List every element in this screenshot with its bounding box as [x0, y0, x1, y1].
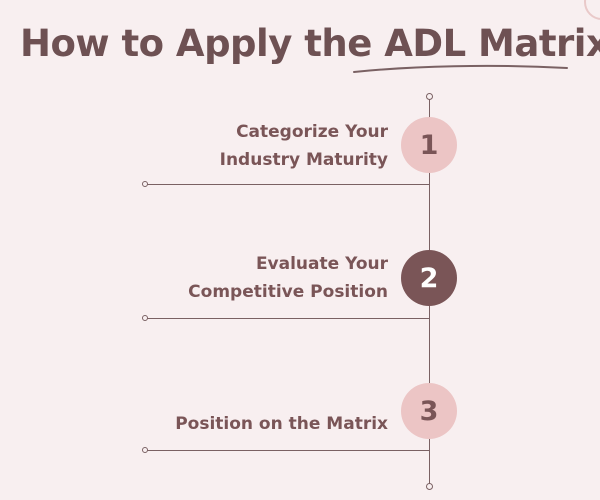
timeline-bottom-node	[426, 483, 433, 490]
step-1-end-dot	[142, 181, 148, 187]
step-3-label: Position on the Matrix	[175, 410, 388, 438]
step-1-connector	[145, 184, 429, 185]
page-title: How to Apply the ADL Matrix	[20, 22, 600, 65]
step-3-badge: 3	[401, 383, 457, 439]
step-1-line-2: Industry Maturity	[219, 150, 388, 170]
step-3-end-dot	[142, 447, 148, 453]
step-3-line-1: Position on the Matrix	[175, 414, 388, 434]
step-2-badge: 2	[401, 250, 457, 306]
corner-decoration	[584, 0, 600, 20]
timeline-top-node	[426, 93, 433, 100]
step-2-line-2: Competitive Position	[188, 282, 388, 302]
step-1-label: Categorize Your Industry Maturity	[220, 118, 388, 174]
step-2-line-1: Evaluate Your	[255, 254, 388, 274]
step-1-badge: 1	[401, 117, 457, 173]
step-3-connector	[145, 450, 429, 451]
step-2-end-dot	[142, 315, 148, 321]
step-1-line-1: Categorize Your	[236, 122, 388, 142]
title-underline	[353, 64, 568, 73]
step-2-label: Evaluate Your Competitive Position	[188, 250, 388, 306]
step-2-connector	[145, 318, 429, 319]
